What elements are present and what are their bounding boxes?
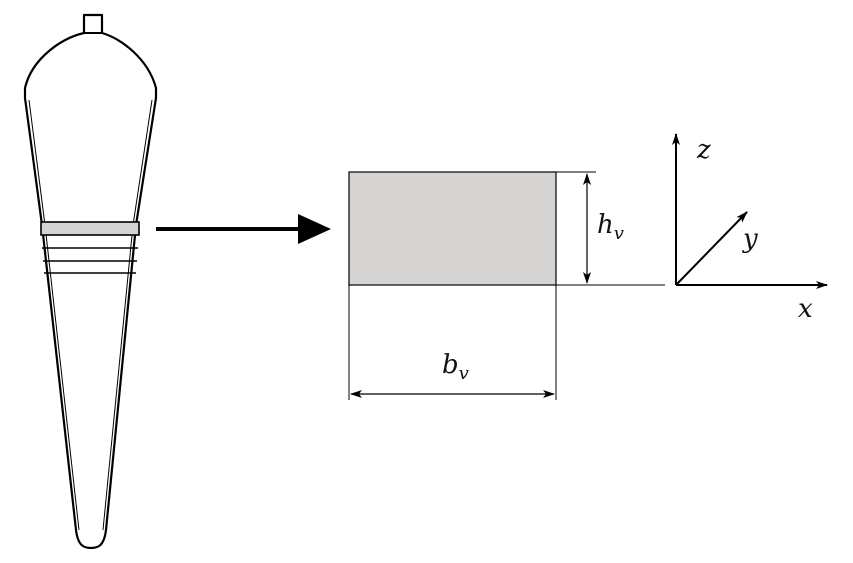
y-axis xyxy=(675,211,748,286)
coordinate-axes: z y x xyxy=(672,133,828,324)
x-axis-label: x xyxy=(798,294,813,324)
width-label: bv xyxy=(442,350,469,384)
tapered-beam xyxy=(23,13,158,550)
section-arrow xyxy=(156,214,331,244)
height-label: hv xyxy=(597,210,624,244)
y-axis-label: y xyxy=(742,224,758,254)
cross-section-rectangle xyxy=(348,171,557,286)
z-axis-label: z xyxy=(696,135,711,165)
highlighted-segment xyxy=(40,221,140,236)
beam-inner-left xyxy=(28,99,80,531)
beam-outline xyxy=(23,13,158,550)
